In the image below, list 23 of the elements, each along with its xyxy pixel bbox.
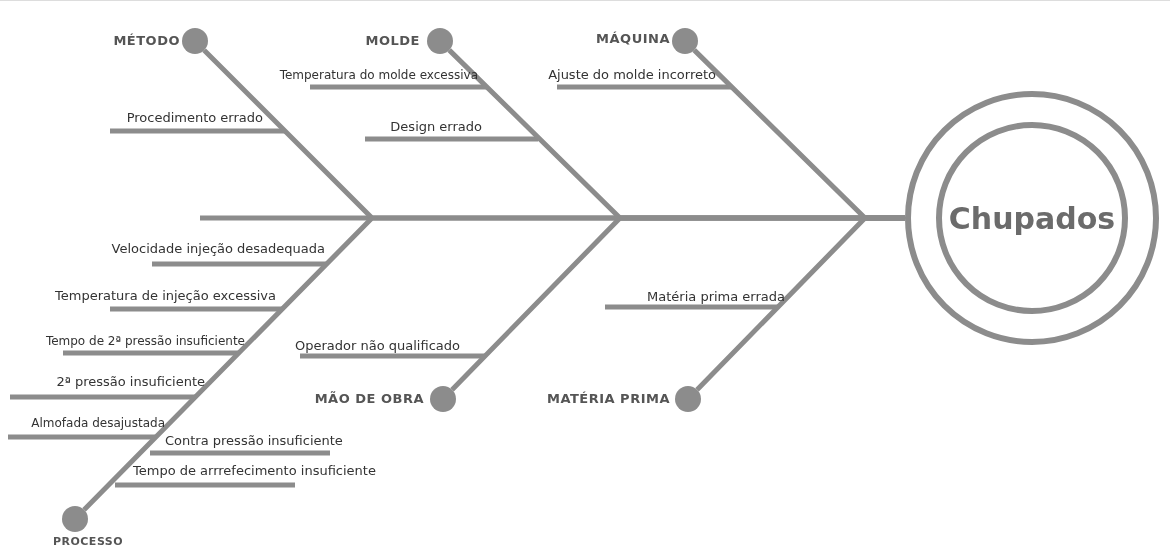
cause-label: Almofada desajustada [31, 415, 165, 431]
cause-label: Contra pressão insuficiente [165, 433, 343, 449]
category-label: MÃO DE OBRA [314, 391, 424, 407]
cause-label: Matéria prima errada [647, 289, 785, 305]
category-label: MÁQUINA [596, 31, 670, 47]
category-circle [672, 28, 698, 54]
category-circle [62, 506, 88, 532]
cause-label: Design errado [390, 119, 482, 135]
category-circle [182, 28, 208, 54]
category-label: MATÉRIA PRIMA [546, 391, 670, 407]
category-label: MOLDE [365, 33, 420, 49]
category-circle [430, 386, 456, 412]
category-circle [427, 28, 453, 54]
cause-label: Tempo de arrrefecimento insuficiente [133, 463, 376, 479]
category-circle [675, 386, 701, 412]
cause-label: Tempo de 2ª pressão insuficiente [45, 333, 245, 349]
cause-label: Velocidade injeção desadequada [111, 241, 325, 257]
cause-label: 2ª pressão insuficiente [56, 374, 205, 390]
effect-label: Chupados [948, 200, 1116, 236]
category-label: MÉTODO [113, 33, 180, 49]
cause-label: Procedimento errado [126, 110, 263, 126]
category-label: PROCESSO [52, 534, 124, 550]
cause-label: Temperatura de injeção excessiva [55, 288, 276, 304]
